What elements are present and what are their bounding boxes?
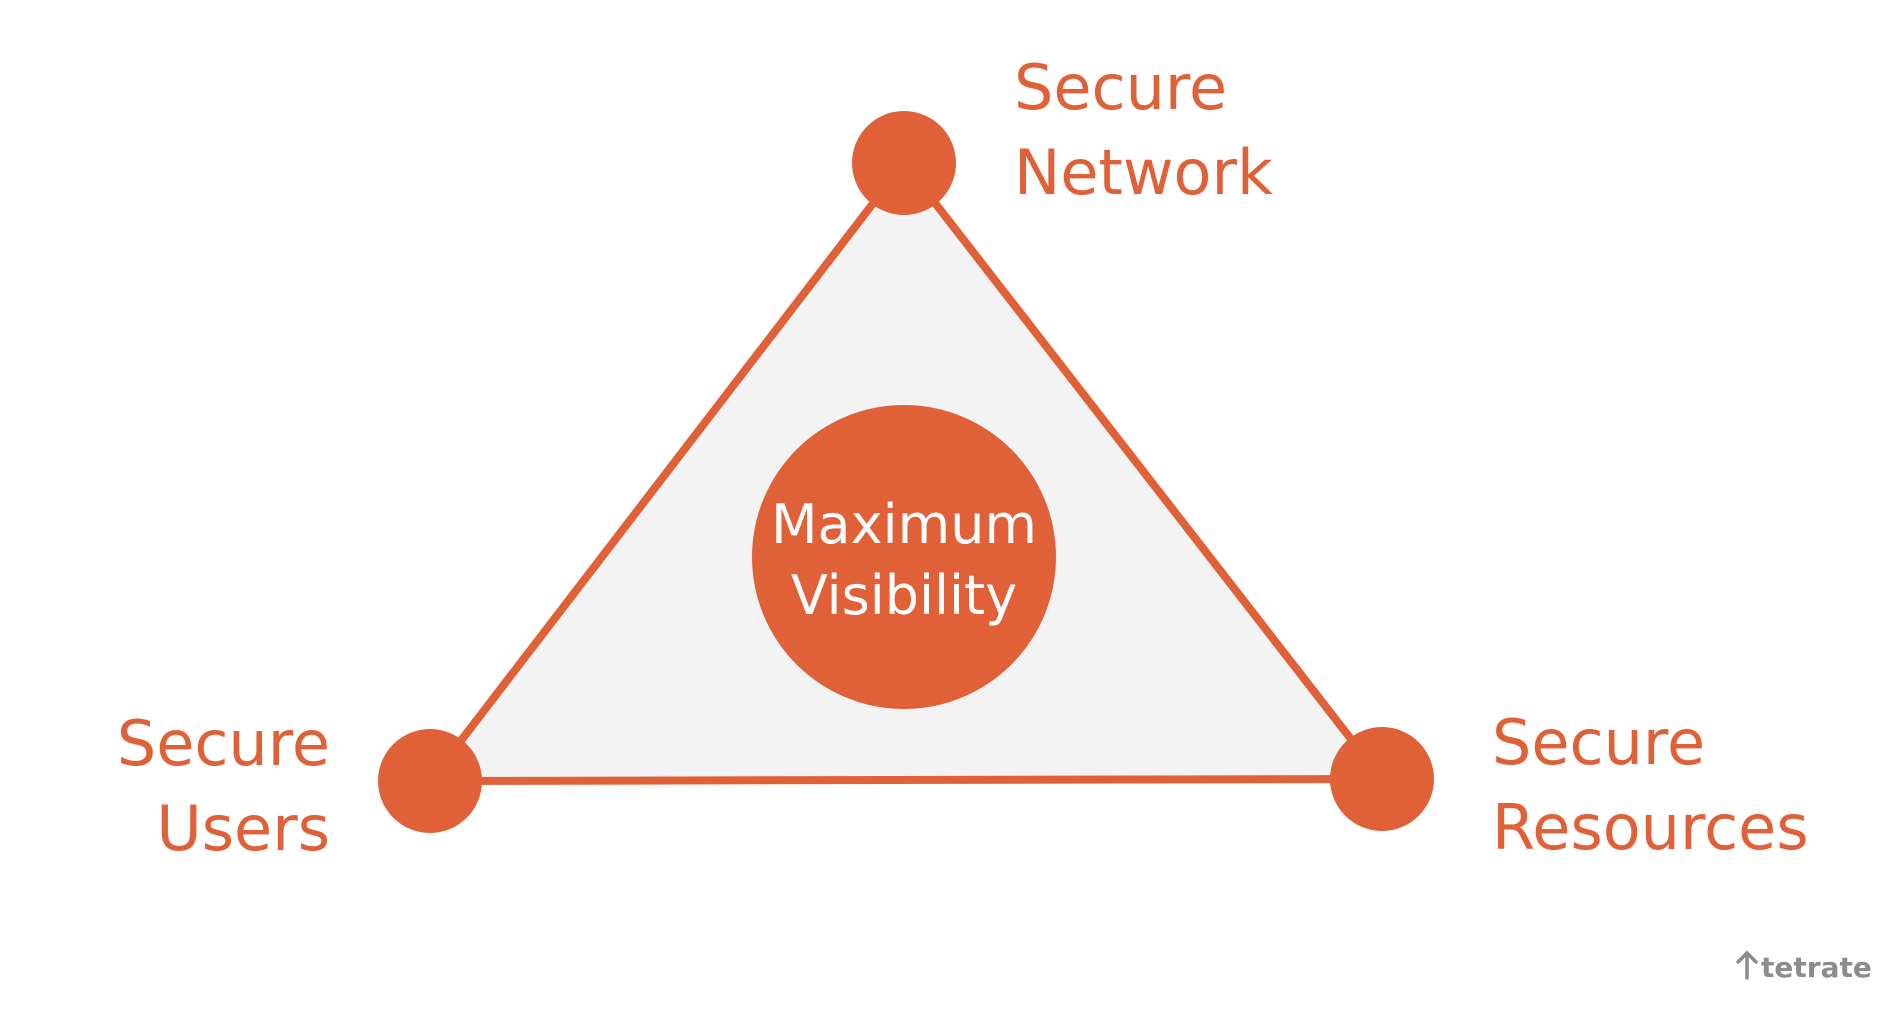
node-resources-label-line2: Resources: [1492, 791, 1809, 864]
center-circle: [752, 405, 1056, 709]
node-users-label-line2: Users: [156, 792, 330, 865]
node-users-label-line1: Secure: [117, 707, 330, 780]
logo-text: tetrate: [1761, 951, 1872, 984]
node-network-label-line2: Network: [1014, 136, 1273, 209]
tetrate-logo: tetrate: [1736, 951, 1872, 984]
node-resources-label-line1: Secure: [1492, 706, 1705, 779]
up-arrow-icon: [1736, 951, 1758, 980]
center-label-line1: Maximum: [771, 493, 1037, 556]
node-resources: [1330, 727, 1434, 831]
node-users: [378, 729, 482, 833]
node-network: [852, 111, 956, 215]
node-network-label-line1: Secure: [1014, 51, 1227, 124]
center-label-line2: Visibility: [791, 564, 1017, 627]
